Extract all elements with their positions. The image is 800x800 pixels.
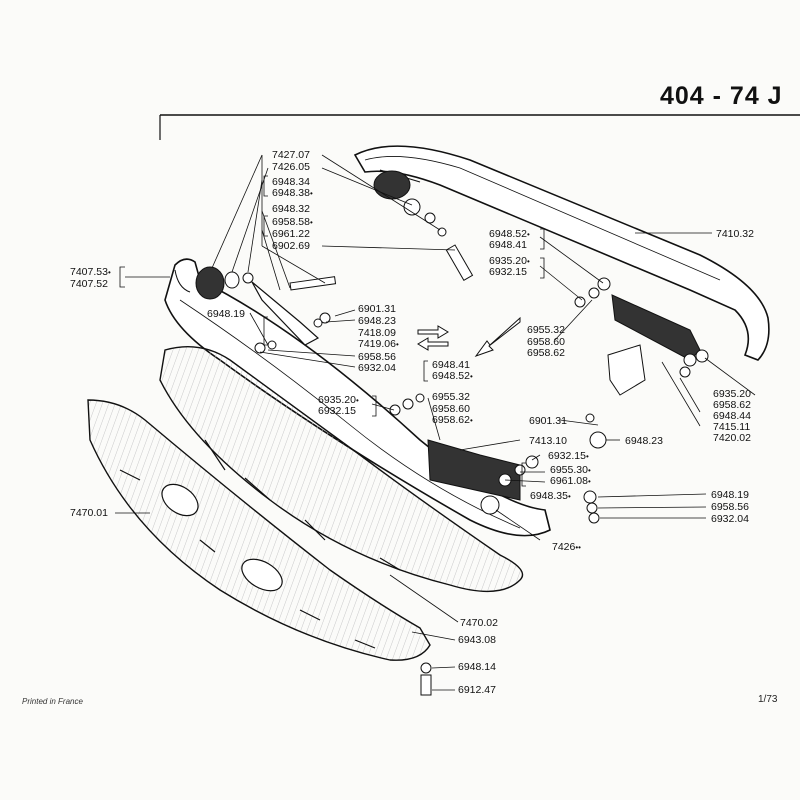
part-label: 6932.15 <box>318 405 356 417</box>
part-label: 7420.02 <box>713 432 751 444</box>
part-label: 6948.35• <box>530 490 571 502</box>
arrow-left-bottom <box>417 337 449 351</box>
rubber-block-left <box>195 266 254 300</box>
part-label: 7418.09 <box>358 327 396 339</box>
part-label: 6948.19 <box>207 308 245 320</box>
part-label: 6901.31 <box>358 303 396 315</box>
part-label: 6961.22 <box>272 228 310 240</box>
part-label: 7426•• <box>552 541 581 553</box>
arrow-right-top <box>417 325 449 339</box>
part-label: 6948.14 <box>458 661 496 673</box>
part-label: 7407.52 <box>70 278 108 290</box>
part-label: 6935.20• <box>318 394 359 406</box>
part-label: 7415.11 <box>713 421 751 433</box>
part-label: 6958.62• <box>432 414 473 426</box>
part-label: 6948.44 <box>713 410 751 422</box>
part-label: 6948.19 <box>711 489 749 501</box>
part-label: 7419.06• <box>358 338 399 350</box>
part-label: 6948.32 <box>272 203 310 215</box>
part-label: 6955.32 <box>432 391 470 403</box>
part-label: 6935.20 <box>713 388 751 400</box>
bracket-left <box>251 281 320 346</box>
part-label: 6932.04 <box>358 362 396 374</box>
part-label: 6948.41 <box>489 239 527 251</box>
printed-note: Printed in France <box>22 697 83 706</box>
splash-panel-7470-02 <box>159 345 524 593</box>
part-label: 6961.08• <box>550 475 591 487</box>
page-number: 1/73 <box>758 694 778 705</box>
part-label: 6958.56 <box>358 351 396 363</box>
label-group-brackets <box>119 175 545 487</box>
part-label: 7427.07 <box>272 149 310 161</box>
part-label: 6912.47 <box>458 684 496 696</box>
part-label: 6958.60 <box>432 403 470 415</box>
part-label: 6948.52• <box>489 228 530 240</box>
part-label: 6902.69 <box>272 240 310 252</box>
leader-lines <box>115 154 756 691</box>
part-label: 6932.15 <box>489 266 527 278</box>
part-label: 6955.32 <box>527 324 565 336</box>
arrow-diagonal <box>474 316 521 358</box>
part-label: 6932.15• <box>548 450 589 462</box>
part-label: 6932.04 <box>711 513 749 525</box>
apron-7470-01 <box>87 399 431 661</box>
part-label: 7470.02 <box>460 617 498 629</box>
part-label: 6948.41 <box>432 359 470 371</box>
part-label: 6948.23 <box>625 435 663 447</box>
part-label: 7426.05 <box>272 161 310 173</box>
part-label: 7470.01 <box>70 507 108 519</box>
part-label: 6958.58• <box>272 216 313 228</box>
bracket-center-lower <box>427 439 521 501</box>
bracket-center-mid <box>607 344 646 396</box>
part-label: 7410.32 <box>716 228 754 240</box>
part-label: 6948.38• <box>272 187 313 199</box>
part-label: 6948.23 <box>358 315 396 327</box>
part-label: 6948.52• <box>432 370 473 382</box>
bolt-6902-69 <box>289 244 474 291</box>
part-label: 6958.56 <box>711 501 749 513</box>
bracket-center-upper <box>611 294 701 361</box>
page-title: 404 - 74 J <box>660 82 783 110</box>
part-label: 6935.20• <box>489 255 530 267</box>
part-label: 7407.53• <box>70 266 111 278</box>
part-label: 7413.10 <box>529 435 567 447</box>
part-label: 6943.08 <box>458 634 496 646</box>
part-label: 6958.62 <box>713 399 751 411</box>
part-label: 6901.31 <box>529 415 567 427</box>
part-label: 6958.60 <box>527 336 565 348</box>
part-label: 6948.34 <box>272 176 310 188</box>
part-label: 6958.62 <box>527 347 565 359</box>
part-label: 6955.30• <box>550 464 591 476</box>
